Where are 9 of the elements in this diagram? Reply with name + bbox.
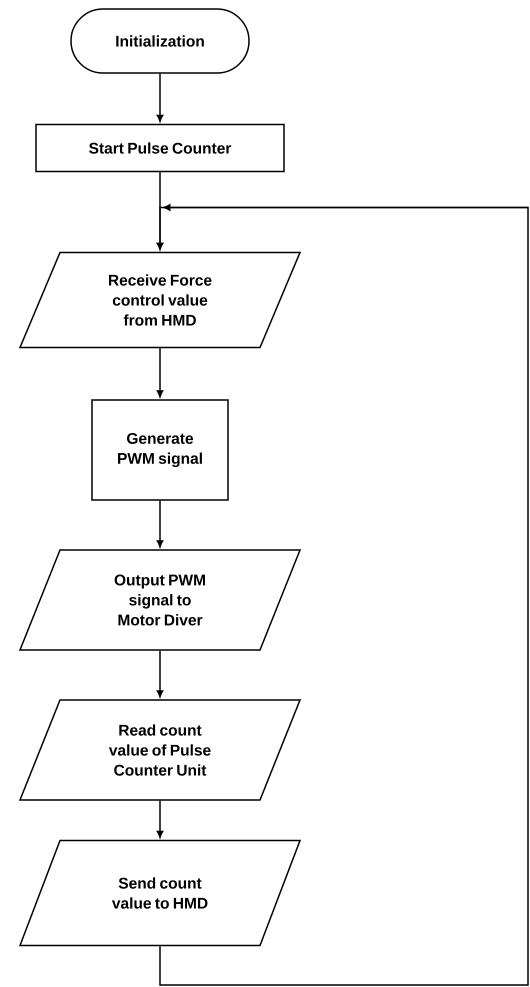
process-box: Start Pulse Counter bbox=[35, 124, 285, 172]
arrow bbox=[156, 348, 164, 398]
arrow bbox=[156, 74, 164, 122]
arrow bbox=[156, 204, 529, 986]
process-box: Generate PWM signal bbox=[91, 399, 229, 501]
terminator-box: Initialization bbox=[70, 8, 250, 74]
arrow bbox=[156, 500, 164, 548]
arrow bbox=[156, 650, 164, 698]
arrow bbox=[156, 800, 164, 838]
